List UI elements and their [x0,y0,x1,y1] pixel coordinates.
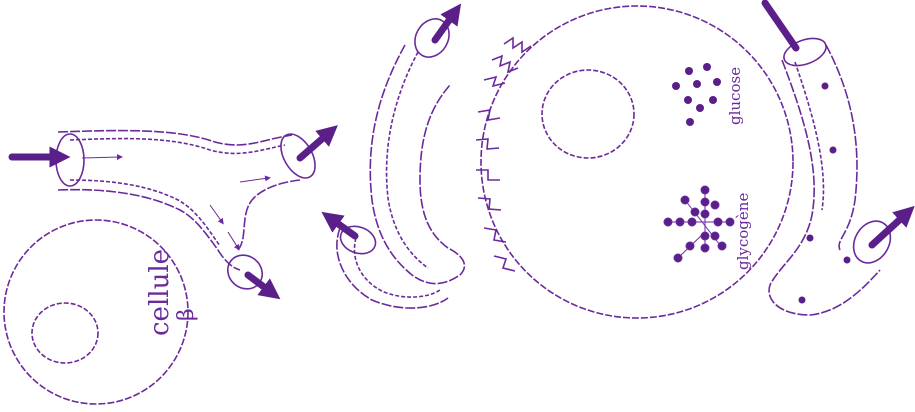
liver-cell [476,6,793,318]
arrow-out-upper [300,132,330,158]
beta-cell-label-group: cellule [145,249,175,336]
middle-vessel [337,13,465,308]
glycogen-label: glycogène [734,193,752,270]
branching-vessel [56,128,322,296]
beta-label: β [174,308,199,321]
blood-glucose-dots [799,83,851,304]
arrow-out-lower [248,275,272,293]
arrow-middle-top [435,12,455,40]
glucose-label: glucose [726,67,744,125]
arrow-right-top [765,3,796,48]
liver-cell-membrane [481,6,793,318]
vessel-flow-arrows [82,157,268,248]
cellule-label: cellule [145,249,175,336]
liver-cell-nucleus [542,70,634,158]
beta-cell-nucleus [32,303,98,363]
glucose-molecules [672,63,721,126]
membrane-receptors [476,38,531,271]
glycogen-structure [664,186,734,262]
right-vessel [769,33,898,315]
